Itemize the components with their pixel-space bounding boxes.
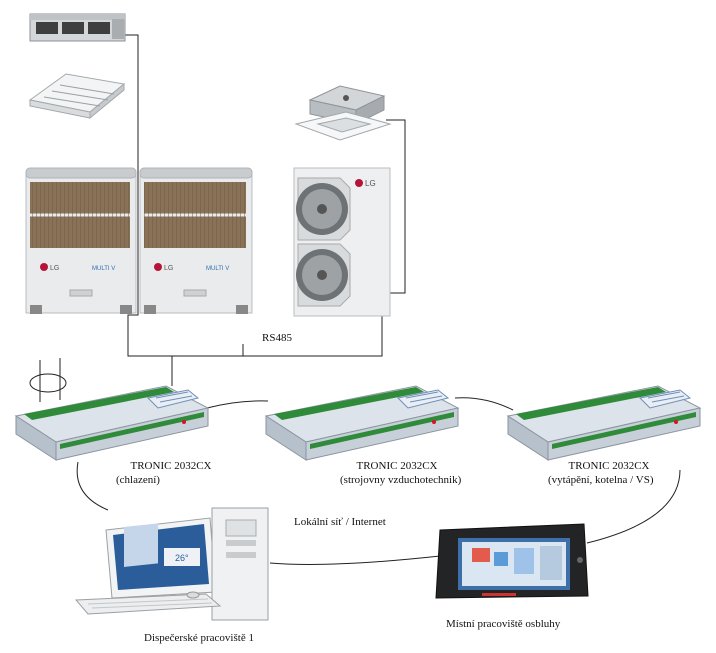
controller-module-icon (506, 385, 702, 461)
controller-1-name: TRONIC 2032CX (130, 460, 212, 472)
ducted-indoor-unit-icon (29, 13, 126, 42)
rs485-label: RS485 (262, 332, 292, 344)
vrf-outdoor-unit-icon: LG MULTI V (139, 167, 253, 314)
touch-panel-icon (435, 523, 589, 599)
cable-ellipse (29, 373, 67, 393)
cassette-wire (386, 119, 406, 294)
network-wire (76, 461, 681, 565)
controller-3-role: (vytápění, kotelna / VS) (548, 474, 654, 486)
workstation-label: Dispečerské pracoviště 1 (144, 632, 254, 644)
ceiling-cassette-icon (28, 73, 126, 120)
svg-text:MULTI V: MULTI V (206, 266, 229, 272)
link-c1-c2 (206, 400, 269, 409)
controller-3-name: TRONIC 2032CX (568, 460, 650, 472)
controller-module-icon (264, 385, 460, 461)
controller-module-icon (14, 385, 210, 461)
svg-text:LG: LG (50, 265, 59, 272)
svg-text:LG: LG (365, 179, 376, 188)
indoor-unit-wire (124, 34, 383, 357)
four-way-cassette-icon (294, 85, 392, 141)
svg-text:26°: 26° (175, 553, 189, 563)
controller-1-role: (chlazení) (116, 474, 160, 486)
local-panel-label: Místní pracoviště osbluhy (446, 618, 561, 630)
desktop-computer-icon: 26° (74, 507, 269, 621)
svg-text:LG: LG (164, 265, 173, 272)
svg-text:MULTI V: MULTI V (92, 266, 115, 272)
vrf-outdoor-unit-icon: LG MULTI V (25, 167, 137, 314)
connection-lines (29, 34, 681, 565)
network-label: Lokální síť / Internet (294, 516, 386, 528)
controller-2-role: (strojovny vzduchotechnik) (340, 474, 462, 486)
link-c2-c3 (454, 397, 514, 411)
split-outdoor-unit-icon: LG (293, 167, 391, 317)
controller-2-name: TRONIC 2032CX (356, 460, 438, 472)
